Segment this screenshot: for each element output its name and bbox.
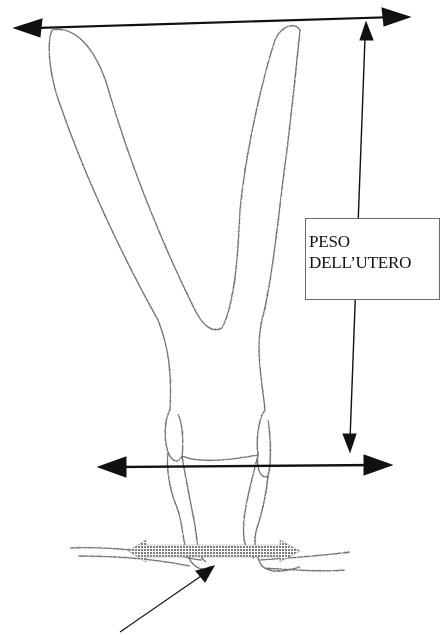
top-width-arrow [14,8,410,37]
uterus-weight-label: PESO DELL’UTERO [305,218,440,300]
lower-width-arrow [98,455,392,477]
pointer-arrow [120,566,214,632]
label-line-1: PESO [309,231,439,252]
label-line-2: DELL’UTERO [309,252,439,273]
